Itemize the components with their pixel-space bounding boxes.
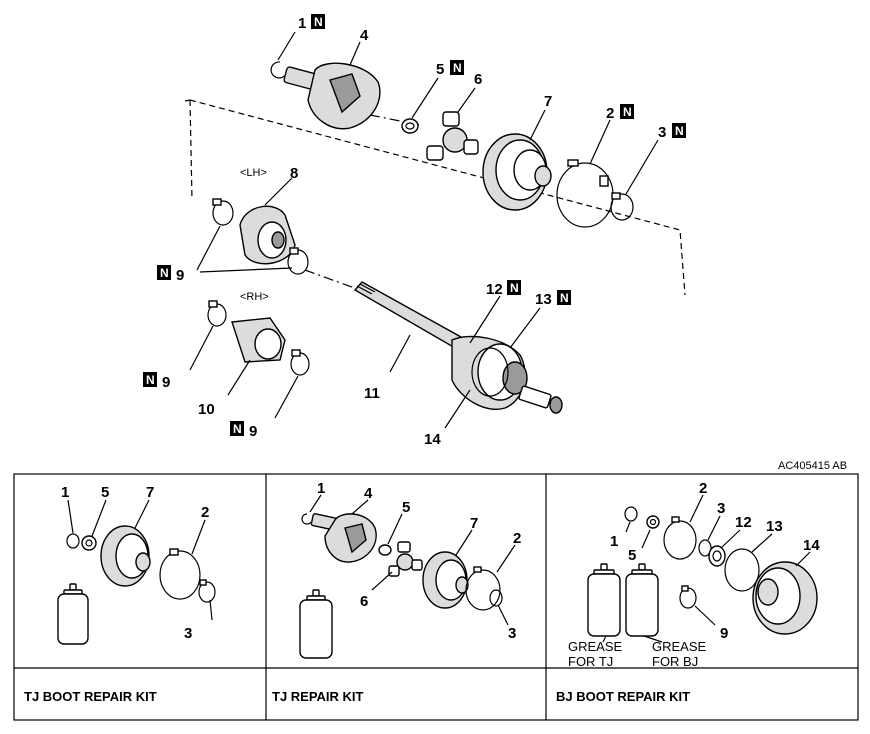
part-9-rh-damper-bands <box>189 300 310 419</box>
grease-tj-line2: FOR TJ <box>568 654 613 669</box>
label-9-rh-bottom: 9 <box>249 423 257 440</box>
kit1-label-1: 1 <box>61 484 69 501</box>
label-12: 12 <box>486 281 503 298</box>
kit1-label-3: 3 <box>184 625 192 642</box>
kit2-label-5: 5 <box>402 499 410 516</box>
kit3-label-9: 9 <box>720 625 728 642</box>
label-7: 7 <box>544 93 552 110</box>
kit2-label-2: 2 <box>513 530 521 547</box>
kit1-title: TJ BOOT REPAIR KIT <box>24 689 157 704</box>
new-mark: N <box>314 15 323 29</box>
new-mark-badge <box>157 265 171 280</box>
kit3-label-12: 12 <box>735 514 752 531</box>
new-mark: N <box>510 281 519 295</box>
kit1-label-2: 2 <box>201 504 209 521</box>
kit-table <box>13 473 859 721</box>
kit-tj-boot-repair: 1 5 7 2 3 TJ BOOT REPAIR KIT <box>24 484 216 704</box>
label-1: 1 <box>298 15 306 32</box>
kit2-label-7: 7 <box>470 515 478 532</box>
kit3-label-3: 3 <box>717 500 725 517</box>
kit3-label-1: 1 <box>610 533 618 550</box>
part-12-14-bj-assembly <box>444 295 563 429</box>
label-5: 5 <box>436 61 444 78</box>
part-2-boot-band <box>556 119 614 228</box>
label-8: 8 <box>290 165 298 182</box>
new-mark-badge <box>507 280 521 295</box>
grease-bj-line1: GREASE <box>652 639 707 654</box>
part-5-snap-ring <box>401 77 439 134</box>
kit3-title: BJ BOOT REPAIR KIT <box>556 689 690 704</box>
new-mark: N <box>560 291 569 305</box>
new-mark-badge <box>557 290 571 305</box>
kit2-label-6: 6 <box>360 593 368 610</box>
part-8-dynamic-damper <box>239 177 296 265</box>
kit2-label-1: 1 <box>317 480 325 497</box>
part-4-tj-case <box>283 41 381 130</box>
grease-bj-line2: FOR BJ <box>652 654 698 669</box>
new-mark: N <box>675 124 684 138</box>
new-mark-badge <box>230 421 244 436</box>
new-mark-badge <box>311 14 325 29</box>
new-mark-badge <box>143 372 157 387</box>
kit1-label-5: 5 <box>101 484 109 501</box>
part-3-boot-band <box>610 139 659 221</box>
lh-group-frame <box>184 99 686 296</box>
callout-labels-upper: 1 N 4 5 N 6 7 2 N 3 N <LH> 8 N 9 <RH> N … <box>143 14 686 448</box>
kit3-label-5: 5 <box>628 547 636 564</box>
label-11: 11 <box>364 385 380 402</box>
kit-tj-repair: 1 4 5 7 2 6 3 TJ REPAIR KIT <box>272 480 521 704</box>
label-4: 4 <box>360 27 369 44</box>
kit2-label-3: 3 <box>508 625 516 642</box>
shaft-axis-line <box>304 269 361 291</box>
figure-id: AC405415 AB <box>778 460 847 472</box>
part-10-rh-damper <box>227 317 286 396</box>
label-9-lh: 9 <box>176 267 184 284</box>
lh-label: <LH> <box>240 167 267 179</box>
new-mark: N <box>233 422 242 436</box>
label-3: 3 <box>658 124 666 141</box>
new-mark-badge <box>672 123 686 138</box>
rh-label: <RH> <box>240 291 269 303</box>
kit-bj-boot-repair: 2 3 12 13 14 1 5 9 GREASE FOR TJ GREASE … <box>556 480 820 704</box>
new-mark: N <box>623 105 632 119</box>
kit2-title: TJ REPAIR KIT <box>272 689 364 704</box>
kit2-label-4: 4 <box>364 485 373 502</box>
new-mark: N <box>453 61 462 75</box>
kit3-label-2: 2 <box>699 480 707 497</box>
part-9-lh-damper-bands <box>196 198 309 275</box>
part-1-snap-ring <box>270 31 296 79</box>
label-14: 14 <box>424 431 441 448</box>
new-mark: N <box>146 373 155 387</box>
new-mark: N <box>160 266 169 280</box>
label-13: 13 <box>535 291 552 308</box>
label-2: 2 <box>606 105 614 122</box>
part-7-tj-boot <box>482 109 552 211</box>
label-6: 6 <box>474 71 482 88</box>
kit3-label-13: 13 <box>766 518 783 535</box>
label-9-rh-top: 9 <box>162 374 170 391</box>
grease-tj-line1: GREASE <box>568 639 623 654</box>
new-mark-badge <box>620 104 634 119</box>
label-10: 10 <box>198 401 215 418</box>
new-mark-badge <box>450 60 464 75</box>
part-6-spider-assembly <box>426 87 479 161</box>
kit3-label-14: 14 <box>803 537 820 554</box>
kit1-label-7: 7 <box>146 484 154 501</box>
